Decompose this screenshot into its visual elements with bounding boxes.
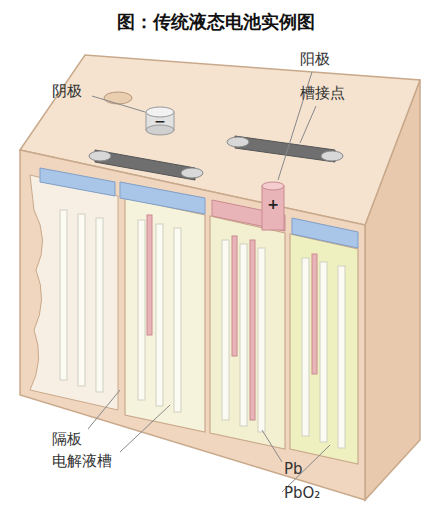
part-label: 隔板 <box>52 431 82 448</box>
plate-strap <box>40 168 115 196</box>
cell <box>290 234 358 464</box>
plate-strap <box>120 182 205 214</box>
figure-title: 图：传统液态电池实例图 <box>117 12 315 33</box>
plates <box>138 220 345 448</box>
positive-terminal <box>262 182 284 190</box>
case-front <box>20 150 365 500</box>
cell <box>210 216 285 449</box>
vent-cap <box>104 92 132 104</box>
part-label: PbO₂ <box>284 485 320 502</box>
plates-left <box>60 210 103 392</box>
leader-lines <box>88 72 330 492</box>
part-label: 阴极 <box>52 83 82 100</box>
polarity-sign: + <box>267 196 279 212</box>
part-label: 槽接点 <box>300 85 345 102</box>
part-label: Pb <box>284 461 303 478</box>
cell <box>125 198 205 432</box>
part-label: 阳极 <box>300 51 330 68</box>
plates-pbo2 <box>147 215 317 420</box>
plate-strap <box>292 218 358 248</box>
part-label: 电解液槽 <box>52 453 112 470</box>
cutaway <box>30 175 118 410</box>
positive-terminal <box>262 186 284 230</box>
posts <box>89 137 343 178</box>
polarity-sign: − <box>154 113 166 129</box>
